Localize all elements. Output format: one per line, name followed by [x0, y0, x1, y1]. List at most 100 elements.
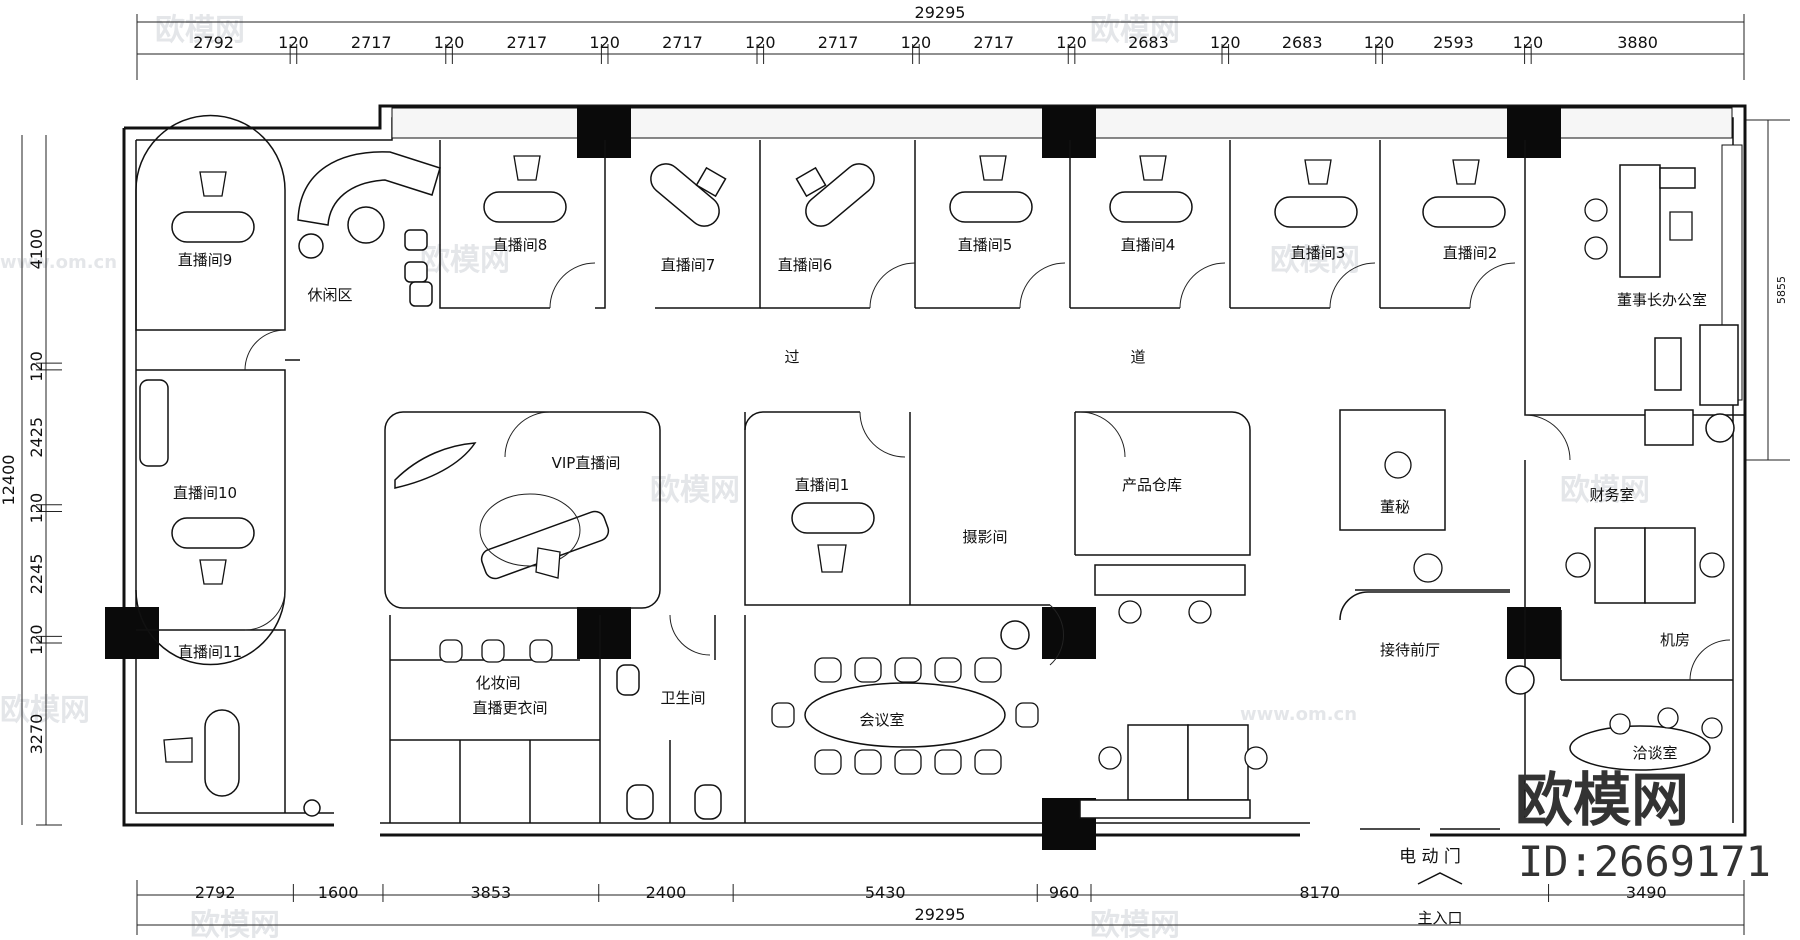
room-labels: 直播间9 直播间10 直播间11 休闲区 直播间8 直播间7 直播间6 直播间5… [173, 236, 1707, 762]
dim-overall-bottom: 29295 [915, 905, 966, 924]
room-label-live4: 直播间4 [1121, 236, 1176, 254]
room-label-live7: 直播间7 [661, 256, 716, 274]
room-label-toilet: 卫生间 [660, 689, 705, 707]
right-dimensions: 5855 [1745, 119, 1790, 461]
room-label-secretary: 董秘 [1380, 498, 1410, 516]
dimension-label: 3880 [1617, 33, 1658, 52]
room-label-reception: 接待前厅 [1380, 641, 1440, 659]
room-label-live8: 直播间8 [493, 236, 548, 254]
dimension-label: 120 [745, 33, 776, 52]
meeting-chair [974, 657, 1002, 683]
dimension-label: 120 [589, 33, 620, 52]
dim-right: 5855 [1775, 276, 1788, 304]
dimension-label: 120 [1210, 33, 1241, 52]
meeting-chair [894, 749, 922, 775]
dimension-label: 2593 [1433, 33, 1474, 52]
dimension-label: 120 [1513, 33, 1544, 52]
interior-walls [135, 114, 1745, 823]
meeting-chair [814, 657, 842, 683]
room-label-finance: 财务室 [1589, 486, 1634, 504]
dimension-label: 2717 [507, 33, 548, 52]
dimension-label: 120 [27, 351, 46, 382]
room-label-live2: 直播间2 [1443, 244, 1498, 262]
meeting-chair [934, 657, 962, 683]
dimension-label: 120 [1056, 33, 1087, 52]
room-label-negotiation: 洽谈室 [1632, 744, 1677, 762]
watermark: 欧模网 [1560, 473, 1650, 508]
dimension-label: 2792 [193, 33, 234, 52]
dimension-label: 120 [901, 33, 932, 52]
room-label-live11: 直播间11 [178, 643, 242, 661]
entrance-arrow-icon [1417, 872, 1463, 885]
dim-left-total: 12400 [0, 455, 18, 506]
dimension-label: 960 [1049, 883, 1080, 902]
dimension-label: 2717 [973, 33, 1014, 52]
corridor-label: 过 [784, 348, 799, 366]
dimension-label: 2792 [195, 883, 236, 902]
room-label-live5: 直播间5 [958, 236, 1013, 254]
watermark: 欧模网 [190, 908, 280, 940]
room-label-lounge: 休闲区 [307, 286, 352, 304]
dim-overall-top: 29295 [915, 3, 966, 22]
room-label-live1: 直播间1 [795, 476, 850, 494]
dimension-label: 3270 [27, 714, 46, 755]
dimension-label: 120 [27, 493, 46, 524]
watermark-url: www.om.cn [0, 252, 117, 273]
watermark: 欧模网 [0, 693, 90, 728]
room-label-meeting: 会议室 [859, 711, 904, 729]
watermark: 欧模网 [420, 243, 510, 278]
brand-logo: 欧模网 [1515, 766, 1689, 834]
meeting-chair [771, 702, 795, 728]
dimension-label: 2400 [646, 883, 687, 902]
room-label-server: 机房 [1660, 631, 1690, 649]
entrance: 电 动 门 主入口 [1399, 847, 1462, 927]
room-label-makeup: 化妆间 [475, 674, 520, 692]
watermark: 欧模网 [1270, 243, 1360, 278]
dimension-label: 5430 [865, 883, 906, 902]
branding: 欧模网 ID:2669171 [1515, 766, 1771, 886]
dimension-label: 2717 [662, 33, 703, 52]
dimension-label: 3490 [1626, 883, 1667, 902]
meeting-chair [1015, 702, 1039, 728]
watermark: 欧模网 [1090, 908, 1180, 940]
dimension-label: 120 [27, 624, 46, 655]
auto-door-label: 电 动 门 [1399, 847, 1461, 867]
dimension-label: 2717 [351, 33, 392, 52]
watermark: 欧模网 [650, 473, 740, 508]
dimension-label: 120 [1364, 33, 1395, 52]
dimension-label: 2683 [1282, 33, 1323, 52]
room-label-chairman: 董事长办公室 [1617, 291, 1707, 309]
room-label-storage: 产品仓库 [1122, 476, 1182, 494]
room-label-live6: 直播间6 [778, 256, 833, 274]
doors [244, 262, 1731, 830]
room-label-live10: 直播间10 [173, 484, 237, 502]
main-entrance-label: 主入口 [1417, 909, 1462, 927]
watermark-url: www.om.cn [1240, 704, 1357, 725]
dimension-label: 2717 [818, 33, 859, 52]
corridor-label: 道 [1130, 348, 1145, 366]
dimension-label: 2683 [1128, 33, 1169, 52]
dimension-label: 1600 [318, 883, 359, 902]
room-label-photo: 摄影间 [962, 528, 1007, 546]
structural-columns [105, 106, 1561, 850]
room-label-live9: 直播间9 [178, 251, 233, 269]
dimension-label: 8170 [1299, 883, 1340, 902]
room-label-vip: VIP直播间 [552, 454, 621, 472]
furniture [139, 151, 1739, 820]
watermark: 欧模网 [1090, 13, 1180, 48]
room-label-live3: 直播间3 [1291, 244, 1346, 262]
meeting-chair [854, 749, 882, 775]
dimension-label: 3853 [470, 883, 511, 902]
meeting-chair [934, 749, 962, 775]
top-dimensions: 29295 2792 120 2717 120 2717 120 2717 120 2717 12… [136, 3, 1745, 80]
room-label-changing: 直播更衣间 [472, 699, 547, 717]
meeting-chair [814, 749, 842, 775]
dimension-label: 120 [278, 33, 309, 52]
dimension-label: 120 [434, 33, 465, 52]
bottom-dimensions: 29295 2792 1600 3853 2400 5430 960 8170 3490 [136, 880, 1745, 935]
meeting-chair [974, 749, 1002, 775]
dimension-label: 2425 [27, 417, 46, 458]
meeting-chair [854, 657, 882, 683]
